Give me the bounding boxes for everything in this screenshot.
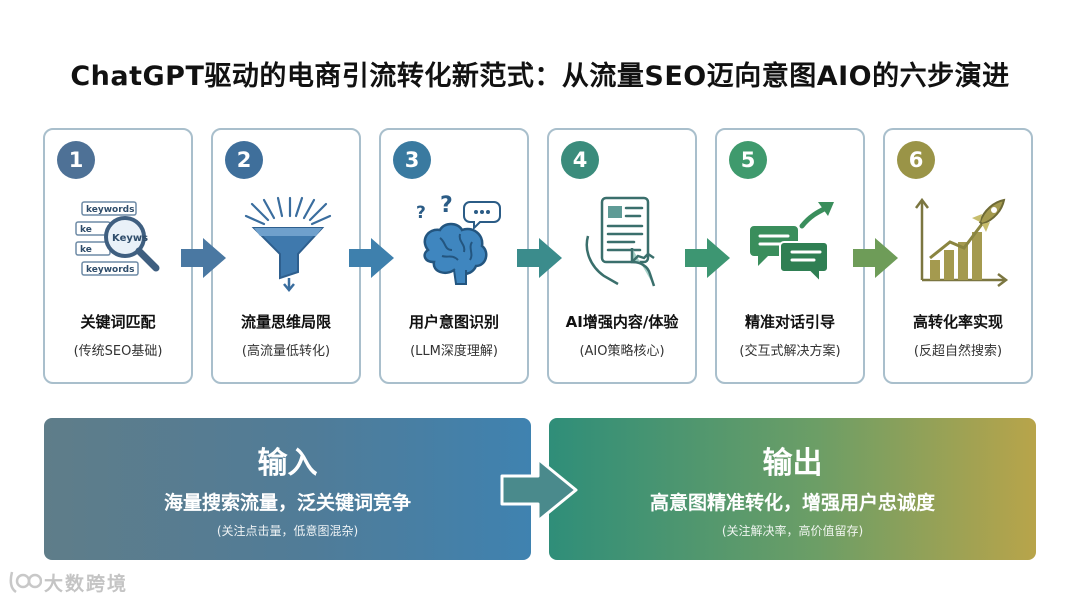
input-sub-text: (关注点击量，低意图混杂) xyxy=(216,524,359,538)
step-card-4: 4 AI增强内容/体验 (AIO策略核心) xyxy=(547,128,697,384)
input-panel: 输入 海量搜索流量，泛关键词竞争 (关注点击量，低意图混杂) xyxy=(44,418,531,560)
step-title: 关键词匹配 xyxy=(80,313,156,331)
step-number-badge: 6 xyxy=(897,141,935,179)
output-panel: 输出 高意图精准转化，增强用户忠诚度 (关注解决率，高价值留存) xyxy=(549,418,1036,560)
step-title: 用户意图识别 xyxy=(408,313,499,331)
step-card-3: 3 ? ? 用户意图识别 (LLM深度理解) xyxy=(379,128,529,384)
svg-text:keywords: keywords xyxy=(86,265,134,275)
step-subtitle: (传统SEO基础) xyxy=(73,344,163,359)
svg-text:?: ? xyxy=(416,203,426,223)
step-title: AI增强内容/体验 xyxy=(565,313,679,331)
step-title: 高转化率实现 xyxy=(912,313,1003,331)
brain-question-icon: ? ? xyxy=(416,193,501,285)
output-sub-text: (关注解决率，高价值留存) xyxy=(721,524,864,538)
tablet-hand-icon xyxy=(585,196,656,287)
rocket-chart-icon xyxy=(915,197,1009,287)
step-subtitle: (反超自然搜索) xyxy=(913,344,1003,359)
svg-text:Keyws: Keyws xyxy=(112,233,148,244)
step-arrow-2-3 xyxy=(349,238,394,278)
output-main-text: 高意图精准转化，增强用户忠诚度 xyxy=(649,492,935,514)
watermark-logo-icon xyxy=(9,571,42,594)
svg-text:keywords: keywords xyxy=(86,205,134,215)
step-arrow-5-6 xyxy=(853,238,898,278)
step-title: 精准对话引导 xyxy=(744,313,835,331)
step-card-2: 2 流量思维局限 (高流量低转化) xyxy=(211,128,361,384)
step-subtitle: (交互式解决方案) xyxy=(739,344,841,359)
chat-arrow-icon xyxy=(750,202,834,285)
input-heading: 输入 xyxy=(257,446,318,481)
step-subtitle: (AIO策略核心) xyxy=(579,344,665,359)
step-subtitle: (LLM深度理解) xyxy=(410,344,498,359)
input-main-text: 海量搜索流量，泛关键词竞争 xyxy=(163,492,411,514)
step-number-badge: 5 xyxy=(729,141,767,179)
step-card-1: 1 keywords ke ke keywords Keyws 关键词匹配 (传… xyxy=(43,128,193,384)
input-output-arrow-icon xyxy=(500,457,578,523)
step-number-badge: 1 xyxy=(57,141,95,179)
step-title: 流量思维局限 xyxy=(240,313,331,331)
step-arrow-3-4 xyxy=(517,238,562,278)
step-number-badge: 2 xyxy=(225,141,263,179)
step-subtitle: (高流量低转化) xyxy=(241,344,331,359)
svg-text:ke: ke xyxy=(80,245,92,255)
step-number-badge: 4 xyxy=(561,141,599,179)
watermark-text: 大数跨境 xyxy=(44,573,129,595)
svg-text:ke: ke xyxy=(80,225,92,235)
step-arrow-4-5 xyxy=(685,238,730,278)
step-arrow-1-2 xyxy=(181,238,226,278)
funnel-icon xyxy=(244,196,332,292)
page-title: ChatGPT驱动的电商引流转化新范式：从流量SEO迈向意图AIO的六步演进 xyxy=(70,61,1010,92)
step-number-badge: 3 xyxy=(393,141,431,179)
svg-text:?: ? xyxy=(440,193,453,218)
output-heading: 输出 xyxy=(762,446,823,481)
keywords-magnifier-icon: keywords ke ke keywords Keyws xyxy=(75,201,160,276)
step-card-6: 6 高转化率实现 (反超自然搜索) xyxy=(883,128,1033,384)
step-card-5: 5 精准对话引导 (交互式解决方案) xyxy=(715,128,865,384)
